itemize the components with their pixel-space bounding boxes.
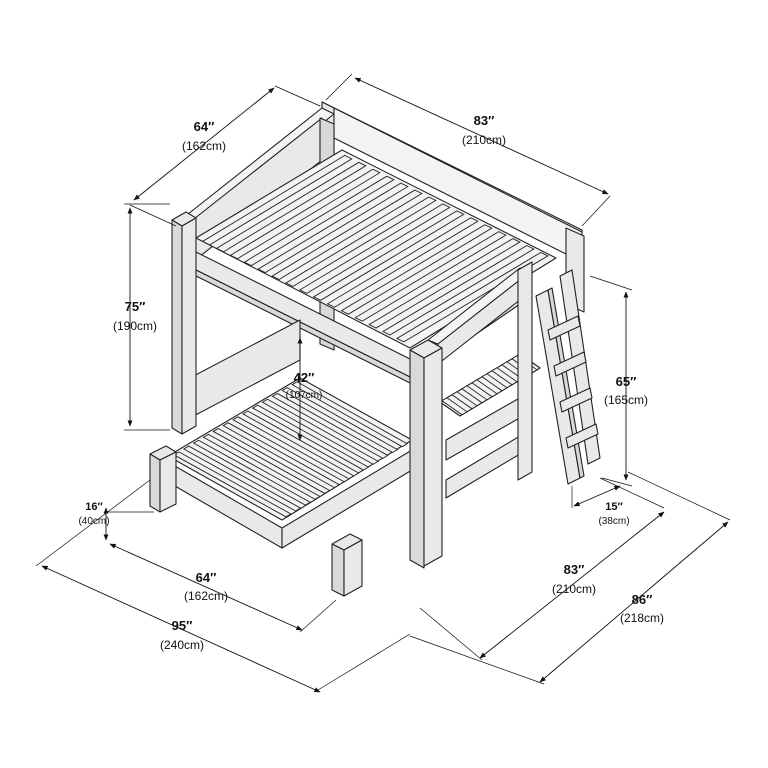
slat <box>441 397 468 416</box>
slat <box>182 445 302 512</box>
upper-slats <box>195 149 557 349</box>
svg-text:65″: 65″ <box>616 374 637 389</box>
svg-text:(240cm): (240cm) <box>160 638 204 652</box>
label-base-length: 83″ (210cm) <box>552 562 596 596</box>
slat <box>481 373 508 392</box>
svg-text:95″: 95″ <box>172 618 193 633</box>
slat <box>192 439 312 506</box>
svg-text:75″: 75″ <box>125 299 146 314</box>
svg-text:86″: 86″ <box>632 592 653 607</box>
svg-text:16″: 16″ <box>85 501 103 513</box>
slat <box>261 398 379 465</box>
middle-right-post <box>517 261 533 481</box>
label-lower-height: 16″ (40cm) <box>78 501 109 527</box>
slat <box>491 367 518 386</box>
slat <box>232 416 350 483</box>
slat <box>471 379 498 398</box>
slat <box>202 433 321 500</box>
svg-text:(210cm): (210cm) <box>552 582 596 596</box>
slat <box>354 231 507 322</box>
svg-text:(40cm): (40cm) <box>78 516 109 527</box>
label-total-width: 95″ (240cm) <box>160 618 204 652</box>
slat <box>461 385 488 404</box>
svg-text:83″: 83″ <box>564 562 585 577</box>
bed-illustration <box>149 101 601 597</box>
svg-text:(162cm): (162cm) <box>182 139 226 153</box>
slat <box>312 210 465 301</box>
slat <box>326 217 479 308</box>
svg-text:15″: 15″ <box>605 501 623 513</box>
svg-text:64″: 64″ <box>196 570 217 585</box>
slat <box>382 245 535 336</box>
slat <box>285 196 437 287</box>
slat <box>281 387 399 454</box>
svg-text:(165cm): (165cm) <box>604 393 648 407</box>
slat <box>241 410 360 477</box>
label-ladder-height: 65″ (165cm) <box>604 374 648 407</box>
label-total-length: 86″ (218cm) <box>620 592 664 625</box>
lower-front-post <box>331 533 363 597</box>
svg-text:(190cm): (190cm) <box>113 319 157 333</box>
svg-text:(162cm): (162cm) <box>184 589 228 603</box>
slat <box>395 251 549 343</box>
label-top-width: 64″ (162cm) <box>182 119 226 153</box>
slat <box>451 391 478 410</box>
dimension-labels: 64″ (162cm) 83″ (210cm) 75″ (190cm) 42″ … <box>78 113 664 652</box>
ladder <box>535 269 601 485</box>
label-clearance: 42″ (107cm) <box>286 370 323 401</box>
slat <box>368 238 521 329</box>
slat <box>291 381 408 448</box>
slat <box>212 428 331 494</box>
lower-front-left-post <box>149 445 177 513</box>
svg-text:83″: 83″ <box>474 113 495 128</box>
label-lower-width: 64″ (162cm) <box>184 570 228 603</box>
slat <box>173 451 292 518</box>
dimension-lines <box>35 73 731 693</box>
slat <box>340 224 493 315</box>
label-total-height: 75″ (190cm) <box>113 299 157 333</box>
label-top-length: 83″ (210cm) <box>462 113 506 147</box>
svg-text:(107cm): (107cm) <box>286 390 323 401</box>
slat <box>222 422 341 489</box>
front-left-post <box>171 211 197 435</box>
svg-text:(210cm): (210cm) <box>462 133 506 147</box>
front-right-post <box>409 339 443 569</box>
slat <box>251 404 370 471</box>
lower-bunk <box>167 319 541 549</box>
svg-text:(38cm): (38cm) <box>598 516 629 527</box>
slat <box>298 203 451 294</box>
svg-text:42″: 42″ <box>294 370 315 385</box>
slat <box>201 154 353 246</box>
svg-text:64″: 64″ <box>194 119 215 134</box>
label-ladder-depth: 15″ (38cm) <box>598 501 629 527</box>
svg-text:(218cm): (218cm) <box>620 611 664 625</box>
